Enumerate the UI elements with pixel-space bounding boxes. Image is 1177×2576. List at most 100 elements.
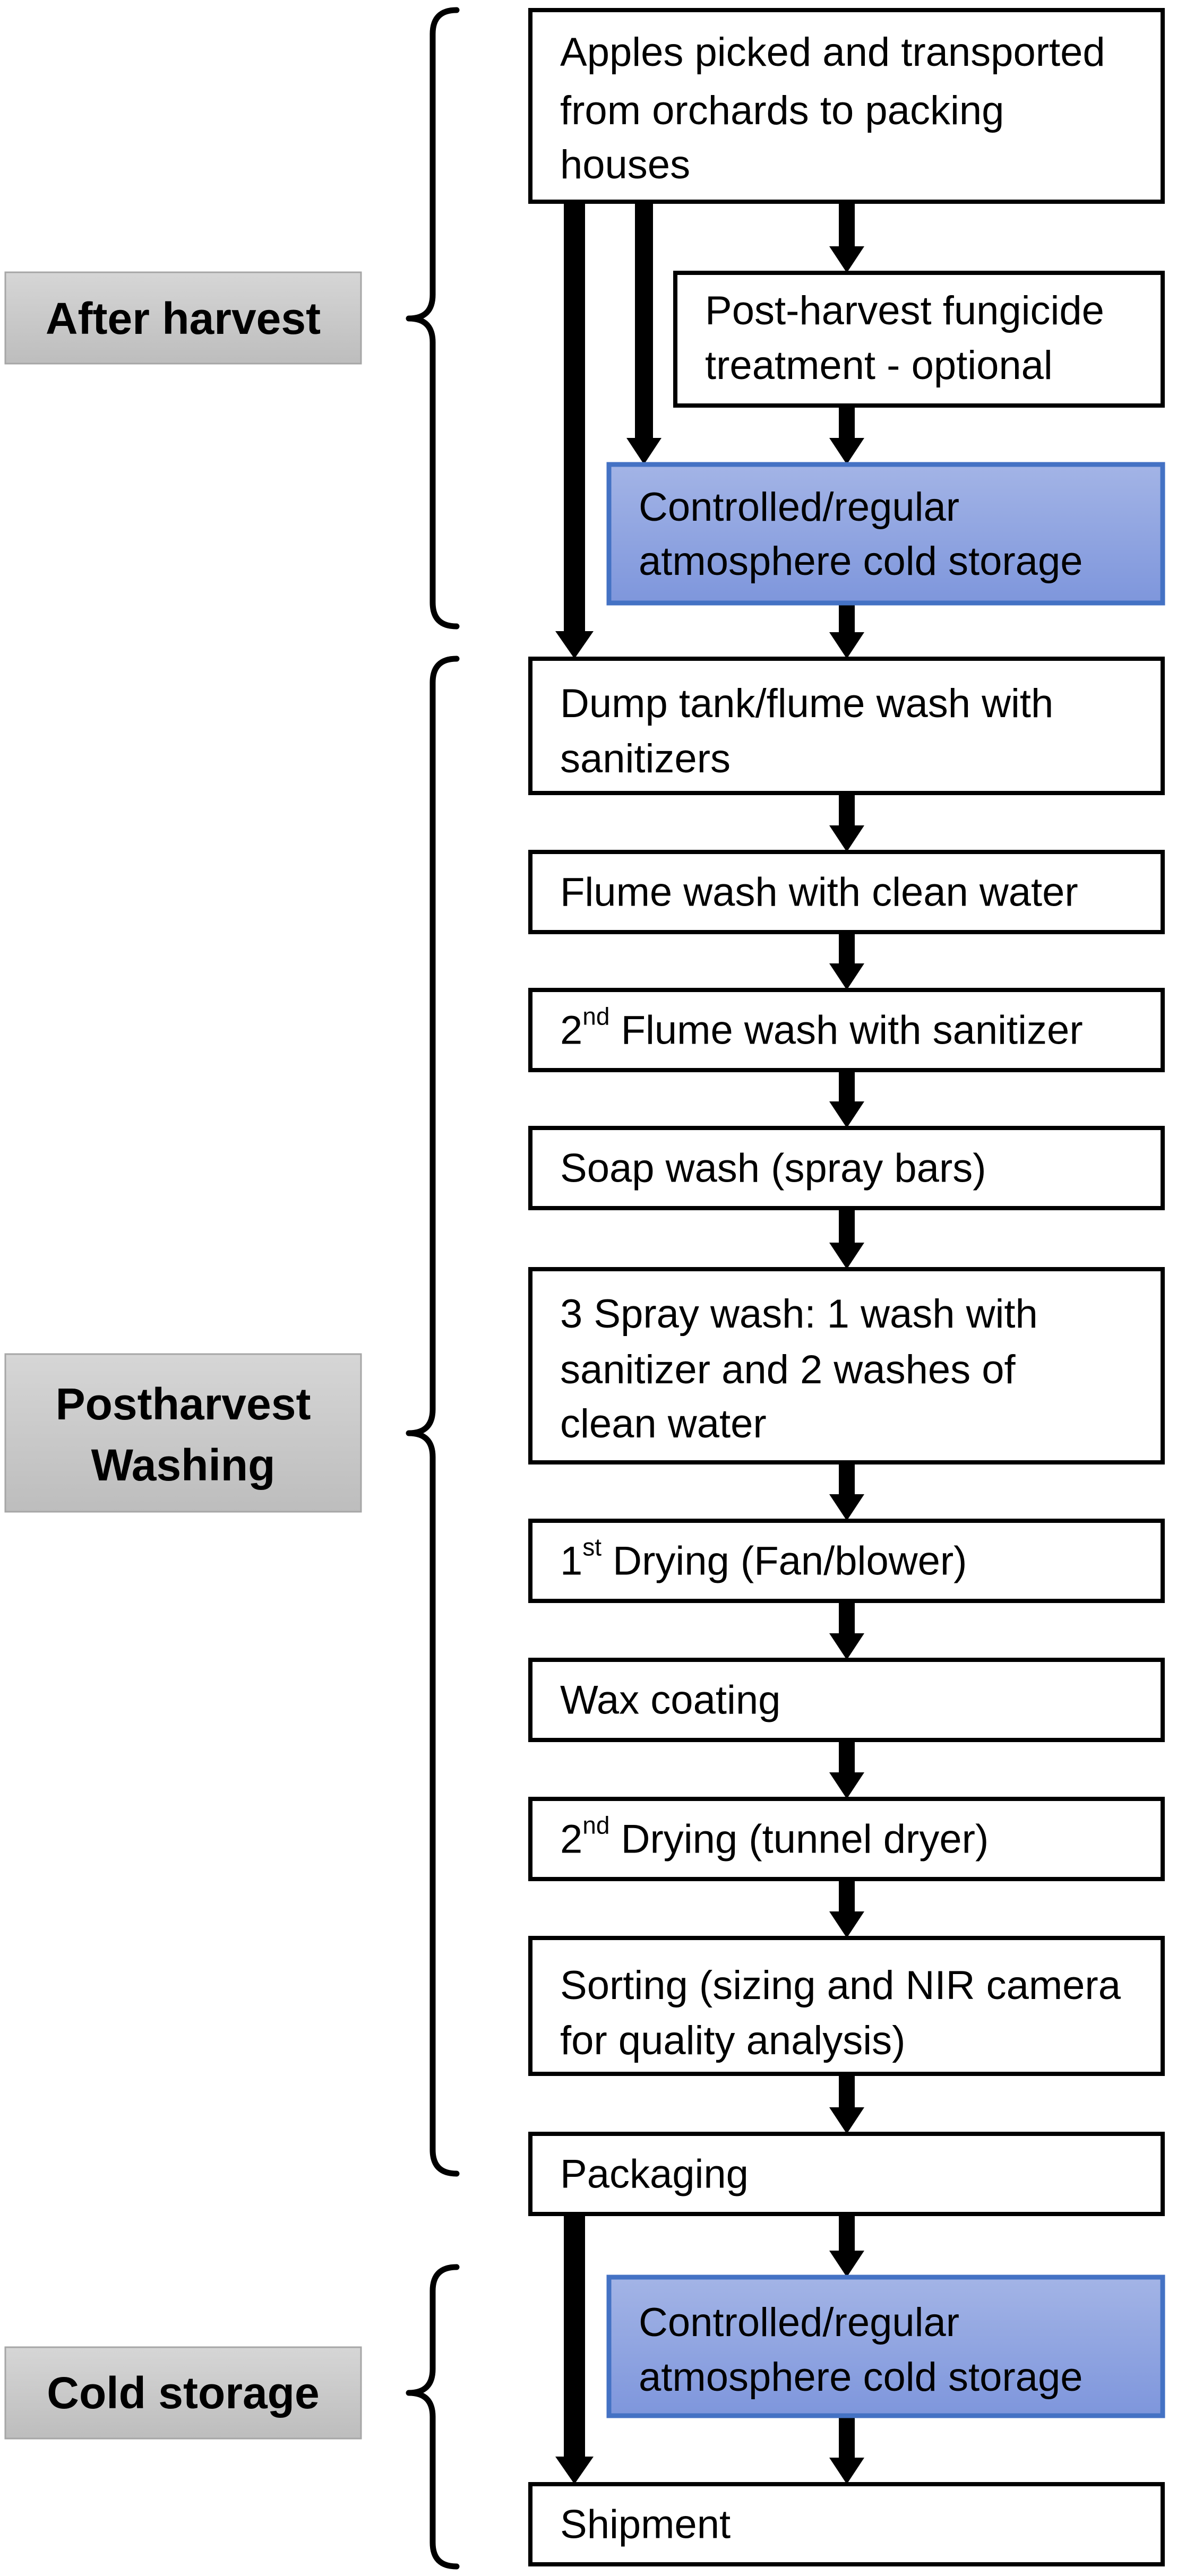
step-box-picked: Apples picked and transported from orchar… bbox=[528, 8, 1165, 204]
text-run: Apples picked and transported bbox=[560, 30, 1105, 75]
step-box-drying-1st: 1st Drying (Fan/blower) bbox=[528, 1519, 1165, 1603]
arrows-layer bbox=[555, 202, 864, 2484]
flow-arrow-2 bbox=[829, 406, 864, 464]
step-boxes-layer: Apples picked and transported from orchar… bbox=[528, 8, 1165, 2566]
step-box-dump-tank: Dump tank/flume wash with sanitizers bbox=[528, 657, 1165, 795]
text-run: Flume wash with clean water bbox=[560, 869, 1078, 915]
superscript: nd bbox=[582, 1812, 609, 1839]
stage-label-text: Postharvest bbox=[56, 1379, 311, 1429]
text-run: Dump tank/flume wash with bbox=[560, 681, 1053, 726]
step-box-frame bbox=[606, 2275, 1165, 2418]
step-text-line: from orchards to packing bbox=[560, 88, 1004, 133]
step-box-fungicide: Post-harvest fungicide treatment - option… bbox=[673, 271, 1165, 408]
text-run: treatment - optional bbox=[705, 343, 1053, 388]
text-run: 3 Spray wash: 1 wash with bbox=[560, 1291, 1038, 1337]
step-box-frame bbox=[528, 8, 1165, 204]
step-box-frame bbox=[528, 1797, 1165, 1881]
step-box-frame bbox=[528, 850, 1165, 934]
text-run: Drying (Fan/blower) bbox=[602, 1538, 967, 1583]
stage-label-text: Cold storage bbox=[47, 2368, 319, 2418]
flow-arrow-12 bbox=[829, 2074, 864, 2134]
step-box-frame bbox=[528, 1267, 1165, 1464]
text-run: sanitizer and 2 washes of bbox=[560, 1347, 1016, 1392]
step-text-line: houses bbox=[560, 142, 690, 187]
step-box-frame bbox=[528, 2482, 1165, 2566]
step-text-line: Dump tank/flume wash with bbox=[560, 681, 1053, 726]
text-run: 2 bbox=[560, 1816, 582, 1862]
flow-arrow-9 bbox=[829, 1601, 864, 1660]
step-box-wax: Wax coating bbox=[528, 1658, 1165, 1742]
brace-cold-storage bbox=[406, 2264, 460, 2570]
step-box-cold-storage-2: Controlled/regular atmosphere cold storag… bbox=[606, 2275, 1165, 2418]
step-text-line: Controlled/regular bbox=[639, 2300, 959, 2345]
flow-arrow-7 bbox=[829, 1208, 864, 1269]
step-box-packaging: Packaging bbox=[528, 2132, 1165, 2216]
step-box-frame bbox=[673, 271, 1165, 408]
step-box-flume-clean: Flume wash with clean water bbox=[528, 850, 1165, 934]
step-text-line: Apples picked and transported bbox=[560, 30, 1105, 75]
flow-arrow-3 bbox=[829, 603, 864, 659]
stage-label-box bbox=[4, 2346, 362, 2440]
step-box-soap-wash: Soap wash (spray bars) bbox=[528, 1126, 1165, 1210]
step-text-line: sanitizers bbox=[560, 736, 731, 781]
step-box-shipment: Shipment bbox=[528, 2482, 1165, 2566]
flow-arrow-14 bbox=[829, 2416, 864, 2484]
text-run: sanitizers bbox=[560, 736, 731, 781]
text-run: from orchards to packing bbox=[560, 88, 1004, 133]
flow-arrow-5 bbox=[829, 932, 864, 990]
flow-arrow-4 bbox=[829, 793, 864, 852]
flow-arrow-8 bbox=[829, 1462, 864, 1521]
step-text-line: atmosphere cold storage bbox=[639, 539, 1083, 584]
step-text-line: Soap wash (spray bars) bbox=[560, 1145, 986, 1191]
bypass-arrow-to-cold-storage bbox=[626, 202, 661, 464]
step-box-frame bbox=[528, 1126, 1165, 1210]
text-run: Post-harvest fungicide bbox=[705, 288, 1104, 333]
step-text-line: atmosphere cold storage bbox=[639, 2355, 1083, 2400]
flow-arrow-6 bbox=[829, 1070, 864, 1128]
step-text-line: Post-harvest fungicide bbox=[705, 288, 1104, 333]
step-text-line: Shipment bbox=[560, 2502, 731, 2547]
step-text-line: 3 Spray wash: 1 wash with bbox=[560, 1291, 1038, 1337]
text-run: for quality analysis) bbox=[560, 2018, 906, 2063]
text-run: Drying (tunnel dryer) bbox=[609, 1816, 989, 1862]
stage-label-text: After harvest bbox=[46, 294, 321, 343]
step-box-frame bbox=[528, 657, 1165, 795]
step-box-frame bbox=[528, 988, 1165, 1072]
text-run: clean water bbox=[560, 1401, 767, 1446]
step-box-sorting: Sorting (sizing and NIR camera for qualit… bbox=[528, 1936, 1165, 2076]
brace-after-harvest bbox=[406, 7, 460, 630]
step-text-line: Packaging bbox=[560, 2151, 749, 2196]
step-box-frame bbox=[606, 462, 1165, 606]
flow-arrow-10 bbox=[829, 1740, 864, 1799]
text-run: atmosphere cold storage bbox=[639, 539, 1083, 584]
flow-arrow-13 bbox=[829, 2214, 864, 2277]
bypass-arrow-to-washing bbox=[555, 202, 594, 659]
step-text-line: 1st Drying (Fan/blower) bbox=[560, 1533, 967, 1584]
flow-arrow-11 bbox=[829, 1879, 864, 1938]
braces-layer bbox=[406, 7, 460, 2570]
stage-label-text: Washing bbox=[91, 1440, 276, 1490]
text-run: Controlled/regular bbox=[639, 485, 959, 530]
stage-label-cold-storage: Cold storage bbox=[4, 2346, 362, 2440]
step-box-frame bbox=[528, 1658, 1165, 1742]
step-text-line: clean water bbox=[560, 1401, 767, 1446]
brace-postharvest-washing bbox=[406, 656, 460, 2177]
step-text-line: Sorting (sizing and NIR camera bbox=[560, 1963, 1121, 2008]
flow-arrow-1 bbox=[829, 202, 864, 273]
step-text-line: for quality analysis) bbox=[560, 2018, 906, 2063]
text-run: Flume wash with sanitizer bbox=[609, 1007, 1083, 1053]
stage-label-box bbox=[4, 271, 362, 365]
stage-label-box bbox=[4, 1353, 362, 1513]
superscript: nd bbox=[582, 1003, 609, 1030]
step-text-line: treatment - optional bbox=[705, 343, 1053, 388]
text-run: Shipment bbox=[560, 2502, 731, 2547]
bypass-arrow-to-shipment bbox=[555, 2214, 594, 2484]
step-box-frame bbox=[528, 1519, 1165, 1603]
text-run: Sorting (sizing and NIR camera bbox=[560, 1963, 1121, 2008]
step-text-line: 2nd Flume wash with sanitizer bbox=[560, 1003, 1083, 1053]
text-run: Wax coating bbox=[560, 1677, 780, 1722]
text-run: 1 bbox=[560, 1538, 582, 1583]
